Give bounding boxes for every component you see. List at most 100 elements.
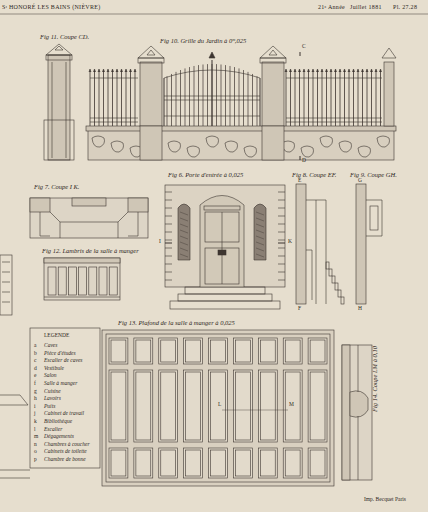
stroke (165, 240, 172, 241)
stroke (118, 212, 128, 238)
figure-caption: LEGENDE (44, 333, 69, 339)
stroke (176, 72, 177, 126)
stroke (112, 69, 114, 72)
outline (262, 126, 284, 160)
stroke (165, 280, 172, 281)
outline (260, 450, 275, 476)
stroke (165, 256, 172, 257)
outline (44, 258, 120, 263)
stroke (322, 72, 323, 126)
stroke (165, 272, 172, 273)
stroke (189, 67, 190, 126)
stroke (147, 50, 155, 55)
outline (136, 372, 151, 440)
stroke (278, 192, 285, 193)
stroke (164, 116, 260, 117)
stroke (260, 78, 261, 126)
stroke (165, 216, 172, 217)
stroke (89, 69, 91, 72)
stroke (278, 264, 285, 265)
figure-caption: Fig 12. Lambris de la salle à manger (42, 248, 139, 255)
figure-caption: Imp. Becquet Paris (364, 497, 406, 503)
stroke (326, 69, 328, 72)
stroke (353, 72, 354, 126)
outline (170, 301, 280, 309)
legend-entry: Pièce d'études (44, 351, 76, 357)
stroke (286, 72, 287, 126)
stroke (335, 69, 337, 72)
outline (89, 267, 97, 295)
legend-entry: Chambre de bonne (44, 457, 86, 463)
stroke (200, 196, 244, 288)
legend-entry: Chambres à coucher (44, 442, 90, 448)
outline (136, 340, 151, 362)
outline (260, 372, 275, 440)
key-letter: K (288, 239, 292, 245)
outline (99, 267, 107, 295)
stroke (358, 345, 359, 392)
outline (184, 448, 203, 478)
figure-caption: Fig 11. Coupe CD. (40, 34, 89, 41)
outline (159, 338, 178, 364)
stroke (180, 224, 188, 227)
stroke (0, 14, 428, 15)
stroke (366, 200, 382, 236)
stroke (278, 248, 285, 249)
outline (79, 267, 87, 295)
stroke (278, 243, 285, 244)
stroke (321, 69, 323, 72)
stroke (165, 224, 172, 225)
stroke (339, 141, 352, 152)
stroke (2, 292, 10, 293)
stroke (285, 69, 287, 72)
stroke (165, 208, 172, 209)
stroke (256, 224, 264, 227)
outline (285, 450, 300, 476)
outline (329, 269, 332, 276)
stroke (2, 302, 10, 303)
stroke (108, 72, 109, 126)
stroke (60, 222, 118, 223)
stroke (111, 141, 124, 152)
stroke (66, 62, 67, 158)
stroke (254, 204, 266, 260)
stroke (248, 72, 249, 126)
stroke (92, 136, 105, 147)
stroke (313, 72, 314, 126)
legend-entry: Dégagements (44, 434, 74, 440)
key-letter: k (34, 419, 37, 425)
key-letter: l (34, 427, 36, 433)
stroke (52, 62, 53, 158)
outline (258, 338, 277, 364)
stroke (165, 192, 172, 193)
stroke (234, 67, 235, 126)
stroke (350, 391, 368, 417)
outline (48, 267, 56, 295)
outline (186, 340, 201, 362)
outline (86, 126, 396, 131)
outline (44, 258, 120, 300)
stroke (239, 68, 240, 126)
key-letter: i (34, 404, 36, 410)
stroke (121, 69, 123, 72)
outline (138, 58, 164, 63)
stroke (209, 52, 215, 58)
stroke (185, 68, 186, 126)
outline (233, 338, 252, 364)
stroke (165, 243, 172, 244)
stroke (46, 44, 72, 55)
stroke (331, 72, 332, 126)
key-letter: I (159, 239, 161, 245)
outline (342, 345, 350, 480)
outline (111, 450, 126, 476)
stroke (286, 118, 382, 119)
figure-caption: Fig 6. Porte d'entrée à 0,025 (168, 172, 243, 179)
stroke (380, 69, 382, 72)
key-letter: o (34, 449, 37, 455)
stroke (221, 64, 222, 126)
stroke (286, 122, 382, 123)
stroke (371, 69, 373, 72)
outline (384, 62, 394, 126)
outline (68, 267, 76, 295)
outline (338, 290, 341, 297)
